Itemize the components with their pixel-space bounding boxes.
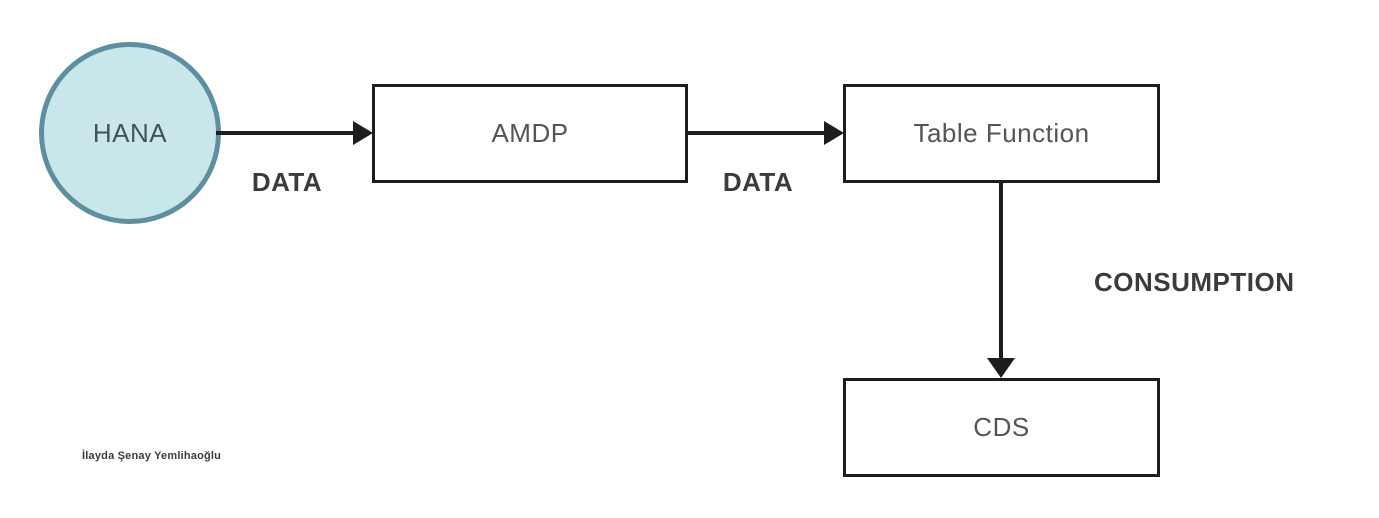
edge-label-consumption: CONSUMPTION bbox=[1094, 267, 1295, 297]
node-cds: CDS bbox=[843, 378, 1160, 477]
arrowhead-right-icon bbox=[824, 121, 844, 145]
arrowhead-right-icon bbox=[353, 121, 373, 145]
arrow-line bbox=[216, 131, 356, 135]
node-amdp: AMDP bbox=[372, 84, 688, 183]
author-credit: İlayda Şenay Yemlihaoğlu bbox=[82, 450, 222, 462]
node-hana-label: HANA bbox=[92, 117, 168, 148]
arrow-line bbox=[999, 183, 1003, 360]
node-table-function-label: Table Function bbox=[913, 118, 1090, 148]
node-cds-label: CDS bbox=[973, 412, 1030, 442]
node-table-function: Table Function bbox=[843, 84, 1160, 183]
node-hana: HANA bbox=[39, 42, 221, 224]
edge-label-data-2: DATA bbox=[722, 167, 794, 197]
edge-label-data-1: DATA bbox=[251, 167, 323, 197]
arrow-line bbox=[688, 131, 826, 135]
node-amdp-label: AMDP bbox=[491, 118, 569, 148]
arrowhead-down-icon bbox=[987, 358, 1015, 378]
